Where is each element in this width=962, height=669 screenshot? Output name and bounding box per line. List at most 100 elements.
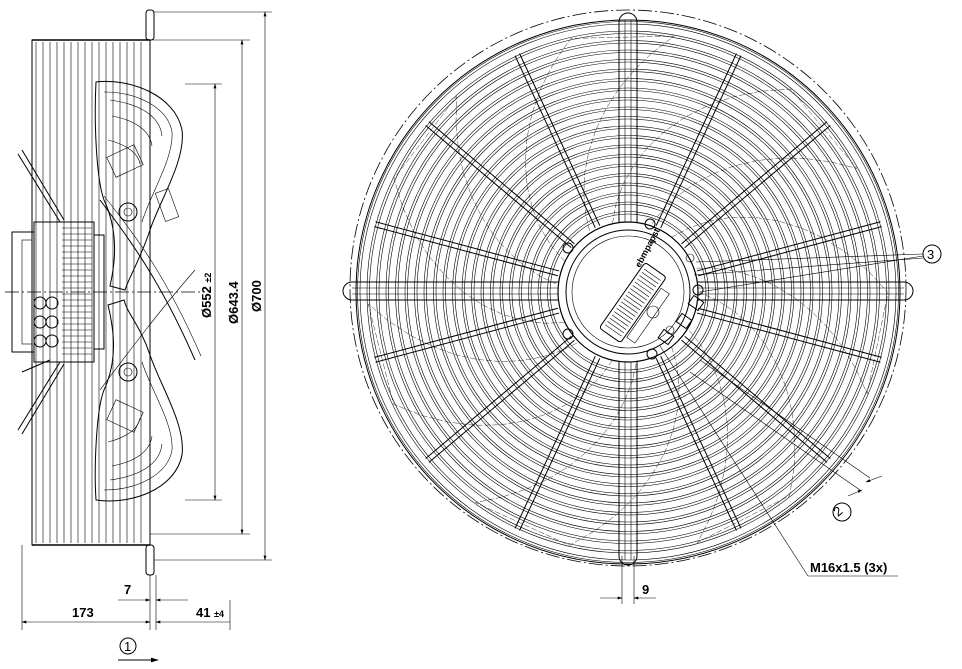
- callout-3-number: 3: [927, 247, 934, 262]
- thread-label: M16x1.5 (3x): [810, 560, 887, 575]
- guard-ring: [473, 137, 783, 447]
- guard-spoke: [519, 358, 601, 531]
- guard-spoke: [681, 339, 828, 463]
- guard-ring: [540, 204, 716, 380]
- terminal-rib: [609, 317, 627, 330]
- terminal-rib: [604, 324, 622, 337]
- guard-ring: [464, 128, 792, 456]
- guard-ring-inner: [490, 154, 766, 430]
- guard-ring: [530, 194, 726, 390]
- guard-ring-inner: [547, 211, 709, 373]
- guard-spoke: [375, 312, 560, 363]
- fan-blade: [367, 303, 613, 426]
- guard-ring-inner: [404, 68, 852, 516]
- guard-ring-inner: [499, 163, 757, 421]
- dim-d700: Ø700: [249, 280, 264, 312]
- side-motor: [11, 221, 105, 363]
- guard-spoke: [425, 125, 572, 249]
- dim-173: 173: [72, 605, 94, 620]
- terminal-rib: [637, 278, 654, 291]
- outer-envelope-circle: [349, 9, 907, 567]
- guard-ring: [445, 109, 811, 475]
- guard-spoke: [425, 335, 572, 459]
- guard-spoke: [374, 226, 558, 277]
- thread-callout: [659, 345, 898, 577]
- guard-ring: [549, 213, 707, 371]
- guard-ring: [454, 118, 802, 466]
- terminal-rib: [639, 275, 657, 288]
- airflow-callout-1: [118, 637, 159, 663]
- guard-ring-inner: [518, 182, 738, 402]
- guard-spoke: [655, 53, 737, 226]
- guard-spoke: [681, 121, 828, 245]
- guard-ring: [359, 23, 897, 561]
- guard-ring-inner: [509, 173, 747, 411]
- terminal-rib: [618, 304, 636, 317]
- terminal-rib: [614, 311, 631, 324]
- guard-ring: [435, 99, 821, 485]
- guard-ring-inner: [395, 59, 861, 525]
- terminal-rib: [634, 281, 652, 294]
- guard-spoke: [684, 125, 831, 249]
- guard-spoke: [428, 121, 575, 245]
- terminal-rib: [641, 272, 659, 284]
- guard-ring: [416, 80, 840, 504]
- guard-spoke: [375, 221, 560, 272]
- guard-spoke: [660, 355, 742, 529]
- guard-spokes: [374, 53, 882, 531]
- dim-7: 7: [124, 582, 131, 597]
- guard-ring-inner: [376, 40, 880, 544]
- guard-ring-inner: [471, 135, 785, 449]
- guard-ring-inner: [442, 106, 814, 478]
- guard-spoke: [514, 55, 596, 229]
- fan-blade: [671, 216, 889, 395]
- guard-spoke: [660, 55, 742, 229]
- top-mount-tab: [145, 9, 155, 41]
- guard-ring-inner: [480, 144, 776, 440]
- terminal-rib: [616, 308, 634, 321]
- upper-fan-blade: [94, 80, 202, 361]
- guard-rings: [355, 19, 901, 565]
- guard-spoke: [374, 307, 558, 358]
- guard-ring-inner: [433, 97, 823, 487]
- guard-spoke: [696, 312, 881, 363]
- guard-spoke: [514, 355, 596, 529]
- guard-outer-ring: [355, 19, 901, 565]
- guard-ring: [397, 61, 859, 523]
- guard-spoke: [696, 221, 881, 272]
- guard-ring-inner: [423, 87, 833, 497]
- terminal-rib: [630, 288, 647, 301]
- callout-3: [693, 244, 942, 293]
- guard-ring: [511, 175, 745, 409]
- front-fan-blades: [367, 35, 889, 546]
- fan-blade: [393, 95, 566, 324]
- dim-41: 41 ±4: [196, 605, 224, 620]
- guard-spoke: [519, 53, 601, 226]
- guard-ring-inner: [366, 30, 890, 554]
- guard-ring: [426, 90, 830, 494]
- side-guard-grille: [35, 42, 142, 543]
- lower-fan-blade: [94, 269, 196, 502]
- dim-d552: Ø552 ±2: [199, 273, 214, 318]
- dim-d643: Ø643.4: [226, 281, 241, 324]
- guard-ring: [521, 185, 735, 399]
- guard-spoke: [698, 226, 882, 277]
- fan-blade: [525, 35, 675, 262]
- guard-ring-inner: [357, 21, 899, 563]
- terminal-rib: [632, 285, 650, 298]
- dim-9-lines: [600, 556, 656, 604]
- motor-hub: [557, 218, 705, 363]
- guard-ring: [502, 166, 754, 418]
- side-struts: [17, 149, 65, 435]
- callout-2-number: 2: [830, 503, 845, 519]
- guard-spoke: [428, 339, 575, 463]
- guard-ring-inner: [461, 125, 795, 459]
- dim-9: 9: [642, 582, 649, 597]
- terminal-rib: [607, 321, 624, 334]
- terminal-rib: [625, 294, 643, 307]
- side-view: Ø552 ±2 Ø643.4 Ø700 173 7 41 ±4 1: [5, 9, 272, 663]
- guard-spoke: [655, 358, 737, 531]
- depth-dimensions: [21, 545, 231, 630]
- guard-ring: [492, 156, 764, 428]
